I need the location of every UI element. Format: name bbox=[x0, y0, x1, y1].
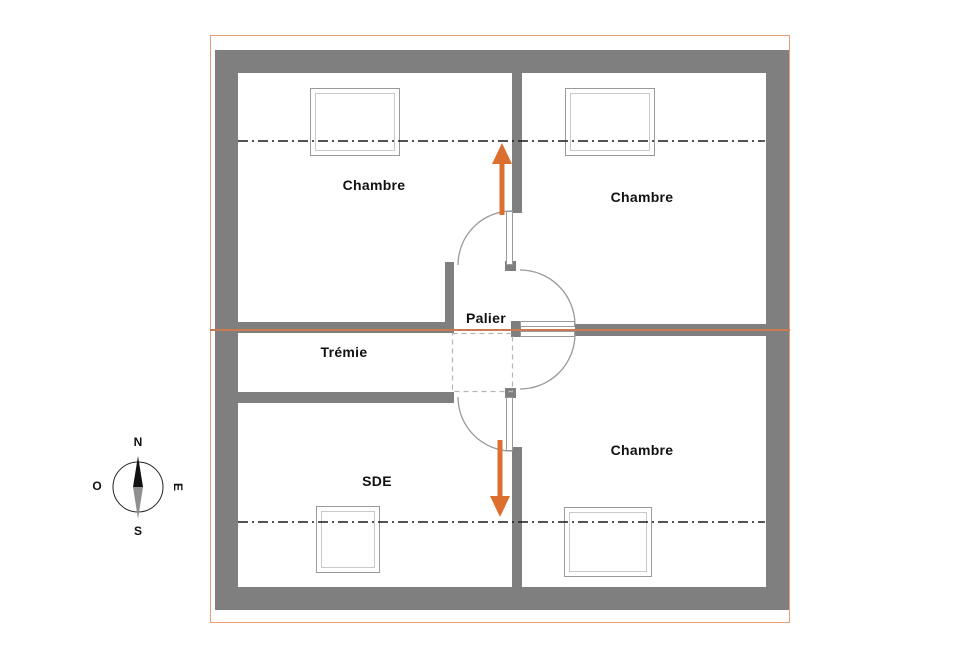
room-label-chambre-top-left: Chambre bbox=[342, 177, 406, 193]
door-hinge-bottom bbox=[505, 388, 516, 398]
wall-sde-top bbox=[238, 392, 454, 403]
roof-window-inner bbox=[321, 511, 375, 568]
wall-center-lower bbox=[512, 447, 522, 587]
compass-label-north: N bbox=[133, 435, 143, 449]
stair-up-arrow-icon bbox=[492, 143, 512, 215]
section-cut-line bbox=[210, 329, 790, 331]
door-hinge-top bbox=[505, 261, 516, 271]
compass-label-east: E bbox=[171, 482, 185, 492]
compass-label-west: O bbox=[92, 479, 102, 493]
room-label-chambre-bottom-right: Chambre bbox=[610, 442, 674, 458]
wall-tremie-top bbox=[238, 322, 454, 333]
door-arc-right-upper bbox=[519, 269, 576, 326]
compass-label-south: S bbox=[133, 524, 143, 538]
room-label-palier: Palier bbox=[466, 310, 506, 326]
roof-window-bottom-left bbox=[316, 506, 380, 573]
door-arc-right-lower bbox=[519, 333, 576, 390]
wall-exterior-bottom bbox=[215, 587, 789, 610]
room-label-chambre-top-right: Chambre bbox=[610, 189, 674, 205]
wall-tremie-stub bbox=[445, 262, 454, 322]
roof-window-top-right bbox=[565, 88, 655, 156]
roof-window-inner bbox=[570, 93, 650, 151]
room-label-sde: SDE bbox=[362, 473, 392, 489]
roof-window-top-left bbox=[310, 88, 400, 156]
compass-rose-icon bbox=[112, 456, 164, 519]
roof-window-inner bbox=[315, 93, 395, 151]
door-arc-bottom bbox=[457, 396, 513, 452]
door-arc-top bbox=[457, 210, 513, 266]
tremie-dashed-outline bbox=[451, 332, 514, 393]
roof-window-bottom-right bbox=[564, 507, 652, 577]
wall-exterior-top bbox=[215, 50, 789, 73]
stair-down-arrow-icon bbox=[490, 440, 510, 517]
wall-center-upper bbox=[512, 73, 522, 213]
roof-window-inner bbox=[569, 512, 647, 572]
room-label-tremie: Trémie bbox=[320, 344, 368, 360]
